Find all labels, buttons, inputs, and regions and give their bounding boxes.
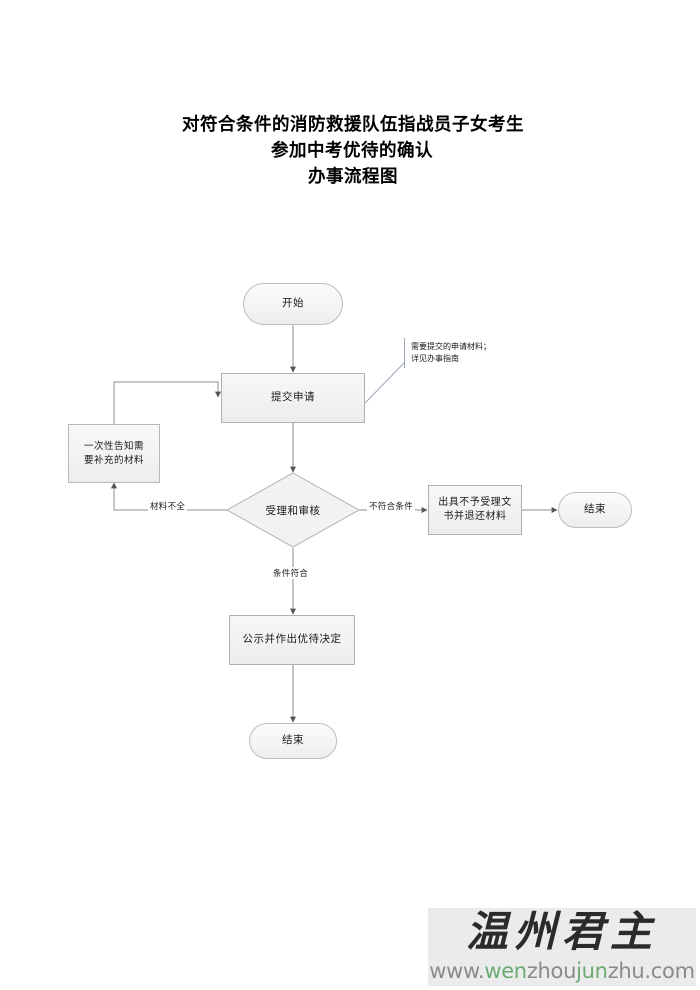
node-end-right[interactable]: 结束 (558, 492, 632, 528)
node-end-bottom-label: 结束 (282, 734, 304, 747)
watermark-url: www.wenzhoujunzhu.com (428, 958, 696, 984)
annotation-line-1: 需要提交的申请材料； (411, 342, 491, 351)
title-line-3: 办事流程图 (308, 167, 398, 187)
node-supplement-line-1: 一次性告知需 (83, 440, 144, 452)
page-title: 对符合条件的消防救援队伍指战员子女考生 参加中考优待的确认 办事流程图 (0, 112, 700, 190)
title-line-2: 参加中考优待的确认 (271, 141, 433, 161)
node-review-label-wrap: 受理和审核 (226, 472, 360, 548)
title-line-1: 对符合条件的消防救援队伍指战员子女考生 (182, 115, 524, 135)
node-review-label: 受理和审核 (265, 504, 321, 517)
annotation-required-materials: 需要提交的申请材料； 详见办事指南 (404, 338, 522, 368)
node-review-decision[interactable]: 受理和审核 (226, 472, 360, 548)
watermark: 温州君主 www.wenzhoujunzhu.com (428, 908, 696, 986)
node-publicize-label: 公示并作出优待决定 (242, 633, 342, 646)
annotation-line-2: 详见办事指南 (411, 354, 459, 363)
node-publicize-decision[interactable]: 公示并作出优待决定 (229, 615, 355, 665)
node-submit-label: 提交申请 (271, 391, 315, 404)
edge-label-not-qualified: 不符合条件 (367, 500, 416, 512)
watermark-url-part-4: zhu.com (607, 959, 695, 983)
node-reject-line-2: 书并退还材料 (443, 511, 507, 522)
node-end-bottom[interactable]: 结束 (249, 723, 337, 759)
watermark-brand: 温州君主 (465, 908, 658, 956)
edge-supplement-to-submit (113, 381, 221, 424)
node-reject-line-1: 出具不予受理文 (438, 496, 512, 508)
edge-submit-to-note (364, 362, 405, 404)
watermark-url-part-3: jun (576, 959, 608, 983)
node-supplement-line-2: 要补充的材料 (83, 454, 144, 466)
node-submit-application[interactable]: 提交申请 (221, 373, 365, 423)
watermark-url-part-2: zhou (526, 959, 577, 983)
node-start[interactable]: 开始 (243, 283, 343, 325)
node-issue-rejection[interactable]: 出具不予受理文 书并退还材料 (428, 485, 522, 535)
watermark-url-part-0: www. (429, 959, 485, 983)
node-start-label: 开始 (282, 297, 304, 310)
edge-label-qualified: 条件符合 (271, 567, 311, 579)
node-end-right-label: 结束 (584, 503, 606, 516)
watermark-url-part-1: wen (484, 959, 527, 983)
decision-diamond-shape (226, 472, 360, 548)
edge-label-incomplete: 材料不全 (148, 500, 188, 512)
node-supplement-materials[interactable]: 一次性告知需 要补充的材料 (68, 424, 160, 483)
